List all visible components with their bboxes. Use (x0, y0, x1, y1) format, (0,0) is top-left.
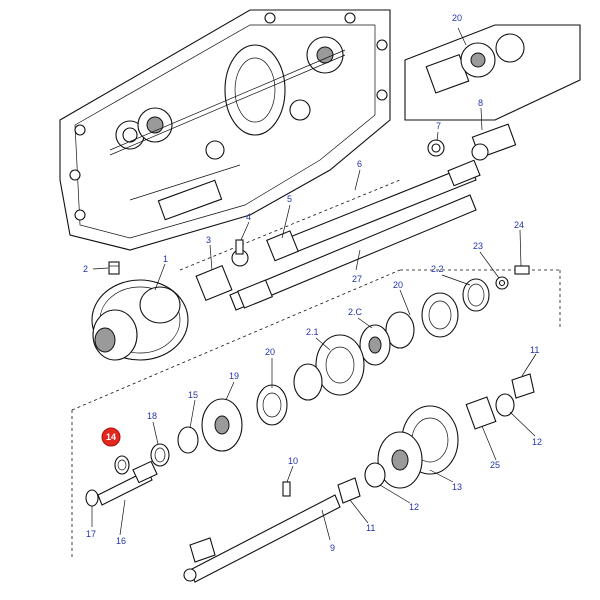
label-8: 8 (478, 98, 483, 108)
exploded-view-outline (71, 179, 561, 560)
part-12-bearing-lower (364, 462, 386, 488)
label-2.1: 2.1 (306, 327, 319, 337)
label-11-lower: 11 (366, 523, 375, 533)
label-10: 10 (288, 456, 298, 466)
part-12-bearing-upper (495, 393, 515, 417)
label-20-lower: 20 (265, 347, 275, 357)
label-3: 3 (206, 235, 211, 245)
part-24-screw (514, 265, 530, 275)
label-11-upper: 11 (530, 345, 539, 355)
part-19-gear (201, 398, 243, 452)
part-16-shaft (97, 460, 158, 506)
part-11-plate-lower (337, 477, 361, 504)
label-4: 4 (246, 212, 251, 222)
part-3-spline-sleeve (195, 264, 233, 302)
label-18: 18 (147, 411, 157, 421)
part-7-ring (427, 139, 445, 157)
part-23-washer (495, 276, 509, 290)
part-4-pin (231, 239, 249, 267)
label-7: 7 (436, 121, 441, 131)
label-2.2: 2.2 (431, 264, 444, 274)
label-13: 13 (452, 482, 462, 492)
part-20-bearing-set (385, 292, 459, 349)
label-17: 17 (86, 529, 96, 539)
label-12-lower: 12 (409, 502, 419, 512)
part-9-shift-rod (183, 494, 341, 583)
part-2.2-ring (462, 278, 490, 312)
part-2.1-gear-cluster (293, 334, 365, 401)
label-1: 1 (163, 254, 168, 264)
part-15-bearing (177, 426, 199, 454)
label-5: 5 (287, 194, 292, 204)
part-2-bolt (108, 261, 120, 275)
label-9: 9 (330, 543, 335, 553)
label-16: 16 (116, 536, 126, 546)
label-27: 27 (352, 274, 362, 284)
part-8-sleeve (471, 123, 517, 161)
label-20-mid: 20 (393, 280, 403, 290)
label-23: 23 (473, 241, 483, 251)
part-13-gear-assembly (377, 405, 459, 489)
part-14-snap-ring (114, 455, 130, 475)
transmission-housing (59, 9, 391, 251)
part-11-plate-upper (511, 373, 535, 399)
part-20-lower-bearing (256, 384, 288, 426)
label-2: 2 (83, 264, 88, 274)
part-2.C-gear (359, 324, 391, 366)
label-19: 19 (229, 371, 239, 381)
part-1-clutch-drum (91, 279, 189, 361)
part-20-top-assembly (404, 24, 581, 121)
label-15: 15 (188, 390, 198, 400)
label-12-upper: 12 (532, 437, 542, 447)
label-2.C: 2.C (348, 307, 363, 317)
part-18-ring (150, 443, 170, 467)
label-24: 24 (514, 220, 524, 230)
part-27-shaft (229, 194, 477, 311)
label-14-highlight: 14 (101, 427, 121, 447)
part-10-bolt (282, 481, 291, 497)
label-14: 14 (106, 432, 116, 442)
part-5-sleeve (266, 230, 299, 262)
part-25-sleeve (465, 396, 497, 430)
label-6: 6 (357, 159, 362, 169)
leader-lines (91, 27, 537, 541)
label-20-top: 20 (452, 13, 462, 23)
part-17-bearing (85, 489, 99, 507)
label-25: 25 (490, 460, 500, 470)
